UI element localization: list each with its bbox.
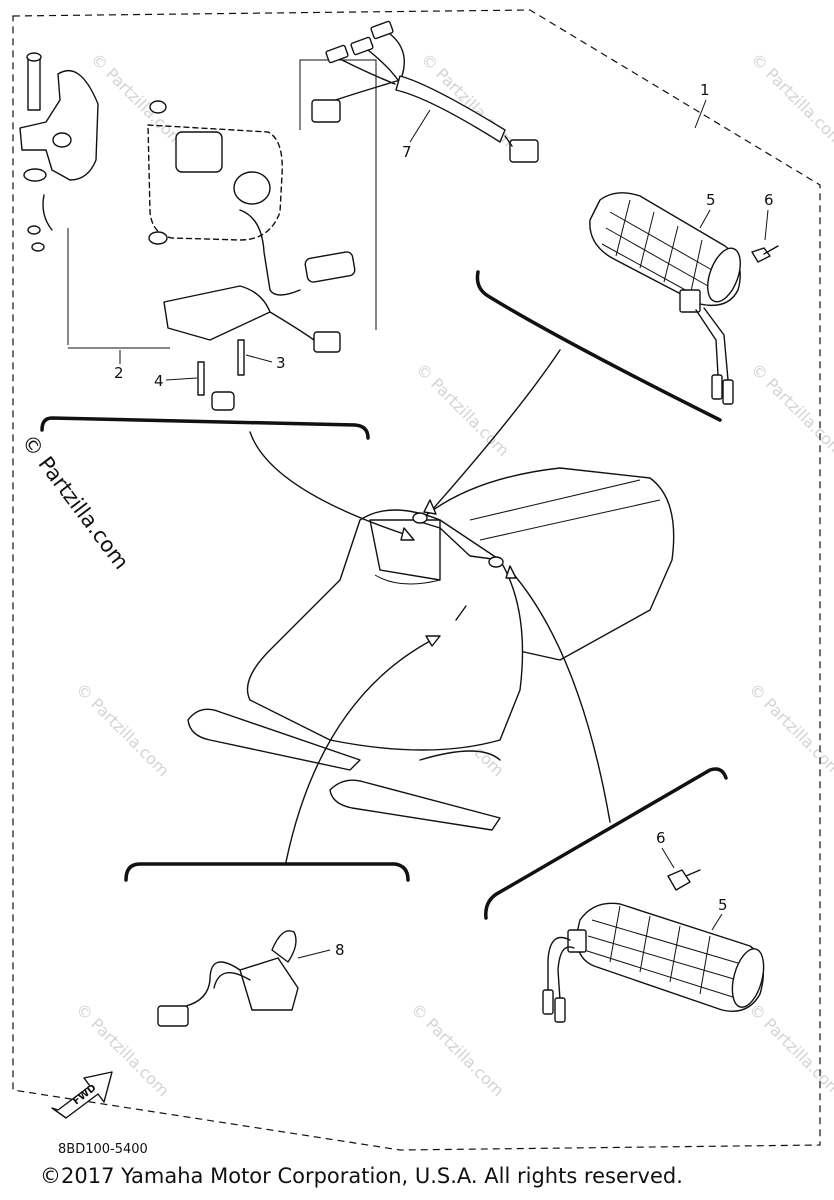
callout-6-upper[interactable]: 6 — [764, 191, 774, 241]
callout-6-lower[interactable]: 6 — [656, 829, 675, 869]
forward-direction-arrow: FWD — [51, 1071, 113, 1119]
left-grip-lower — [542, 869, 765, 1023]
copyright-notice: ©2017 Yamaha Motor Corporation, U.S.A. A… — [40, 1164, 683, 1188]
group-bracket — [475, 270, 722, 422]
callout-1[interactable]: 1 — [694, 81, 710, 129]
svg-text:8: 8 — [335, 941, 345, 959]
svg-text:3: 3 — [276, 354, 286, 372]
wire-harness — [311, 20, 539, 163]
group-bracket — [124, 862, 410, 882]
svg-text:5: 5 — [706, 191, 716, 209]
watermark: © Partzilla.com — [747, 49, 834, 150]
watermark: © Partzilla.com — [72, 679, 173, 780]
switch-assembly — [157, 930, 299, 1027]
callout-5-lower[interactable]: 5 — [711, 896, 728, 931]
svg-text:4: 4 — [154, 372, 164, 390]
svg-text:2: 2 — [114, 364, 124, 382]
watermark: © Partzilla.com — [745, 679, 834, 780]
svg-text:1: 1 — [700, 81, 710, 99]
watermark: © Partzilla.com — [412, 359, 513, 460]
snowmobile — [187, 349, 675, 863]
watermark: © Partzilla.com — [407, 999, 508, 1100]
svg-text:5: 5 — [718, 896, 728, 914]
watermark: © Partzilla.com — [747, 359, 834, 460]
callout-3[interactable]: 3 — [245, 354, 286, 372]
watermark: © Partzilla.com — [87, 49, 188, 150]
diagram-code: 8BD100-5400 — [58, 1142, 148, 1157]
svg-text:6: 6 — [764, 191, 774, 209]
callout-7[interactable]: 7 — [402, 109, 431, 161]
callout-2[interactable]: 2 — [114, 350, 124, 382]
group-bracket — [40, 416, 370, 440]
right-grip-upper — [589, 192, 779, 405]
callout-8[interactable]: 8 — [297, 941, 345, 959]
svg-text:6: 6 — [656, 829, 666, 847]
watermark: © Partzilla.com — [745, 999, 834, 1100]
callout-5-upper[interactable]: 5 — [699, 191, 716, 229]
callout-4[interactable]: 4 — [154, 372, 198, 390]
group-bracket — [484, 767, 728, 920]
kit-boundary — [12, 9, 821, 1151]
svg-text:7: 7 — [402, 143, 412, 161]
controller-assembly — [19, 52, 377, 411]
